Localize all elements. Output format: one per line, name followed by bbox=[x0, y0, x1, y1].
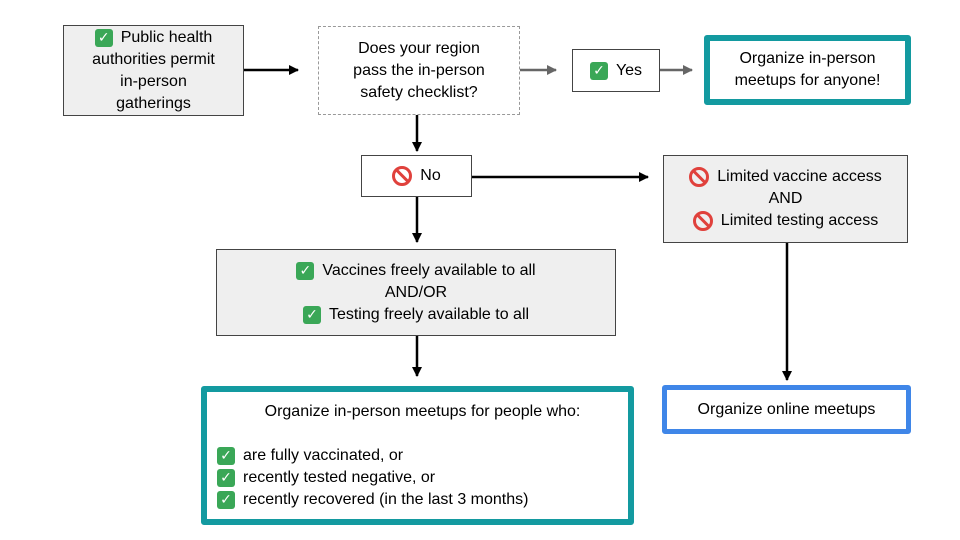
no-entry-icon bbox=[689, 167, 710, 187]
restricted-title: Organize in-person meetups for people wh… bbox=[264, 402, 581, 420]
check-icon: ✓ bbox=[217, 446, 235, 465]
node-limited-access: Limited vaccine access AND Limited testi… bbox=[663, 155, 908, 243]
node-yes: ✓Yes bbox=[572, 49, 660, 92]
node-restricted-meetups: Organize in-person meetups for people wh… bbox=[201, 386, 634, 525]
check-icon: ✓ bbox=[296, 261, 315, 280]
check-icon: ✓ bbox=[94, 28, 113, 47]
node-authorities-permit: ✓Public health authorities permit in-per… bbox=[63, 25, 244, 116]
no-entry-icon bbox=[392, 166, 413, 186]
node-online-meetups: Organize online meetups bbox=[662, 385, 911, 434]
node-no: No bbox=[361, 155, 472, 197]
check-icon: ✓ bbox=[302, 305, 321, 324]
check-icon: ✓ bbox=[217, 490, 235, 509]
list-item: ✓recently tested negative, or bbox=[217, 467, 435, 489]
no-entry-icon bbox=[692, 211, 713, 231]
list-item: ✓are fully vaccinated, or bbox=[217, 445, 403, 467]
node-freely-available: ✓Vaccines freely available to all AND/OR… bbox=[216, 249, 616, 336]
node-meetups-for-anyone: Organize in-person meetups for anyone! bbox=[704, 35, 911, 105]
node-safety-checklist-question: Does your region pass the in-person safe… bbox=[318, 26, 520, 115]
check-icon: ✓ bbox=[589, 61, 608, 80]
check-icon: ✓ bbox=[217, 468, 235, 487]
list-item: ✓recently recovered (in the last 3 month… bbox=[217, 489, 528, 511]
